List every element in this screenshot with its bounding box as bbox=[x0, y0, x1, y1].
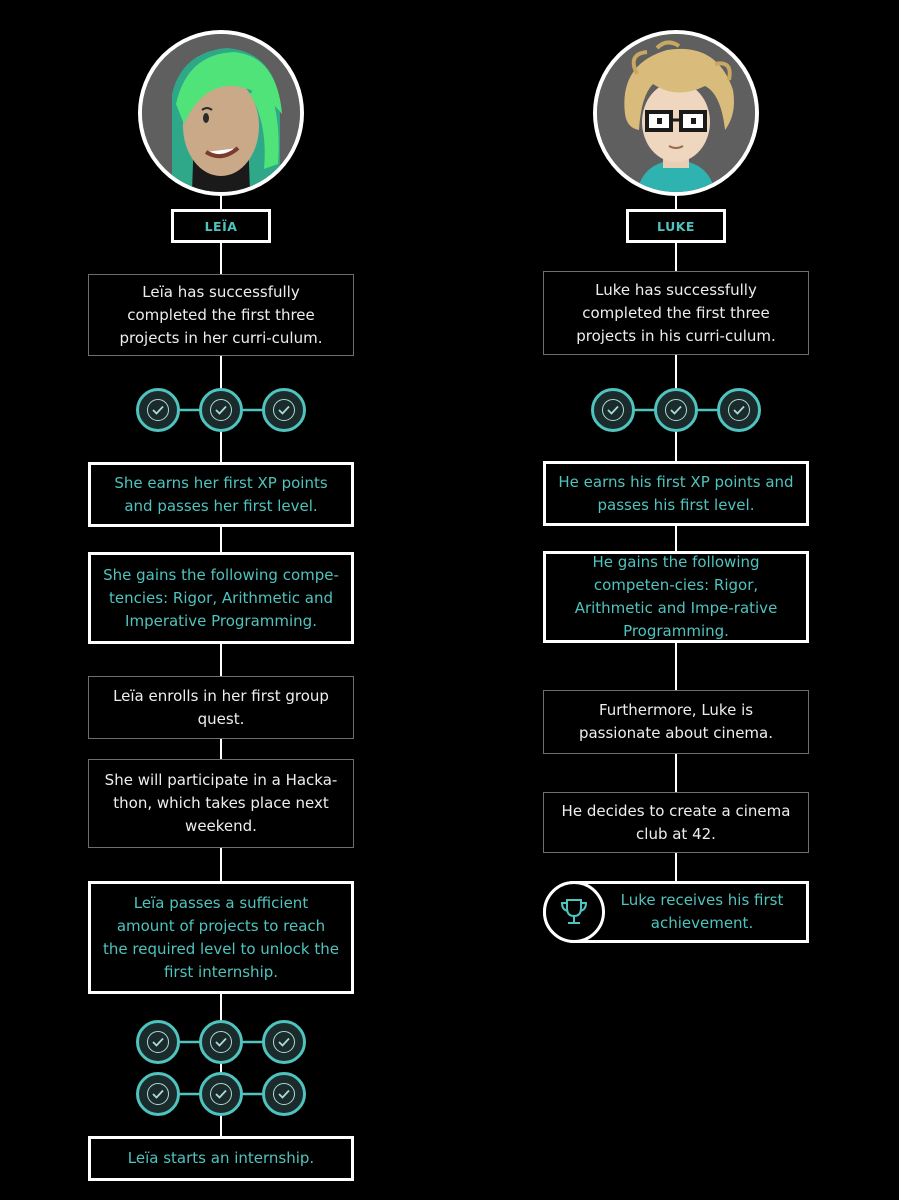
luke-step-5: He decides to create a cinema club at 42… bbox=[543, 792, 809, 853]
check-circle-icon bbox=[717, 388, 761, 432]
check-circle-icon bbox=[199, 1072, 243, 1116]
luke-step-6: Luke receives his first achievement. bbox=[620, 891, 784, 932]
luke-avatar bbox=[593, 30, 759, 196]
leia-column: Leïa has successfully completed the firs… bbox=[88, 0, 354, 1200]
luke-step-4: Furthermore, Luke is passionate about ci… bbox=[543, 690, 809, 754]
luke-step-3: He gains the following competen-cies: Ri… bbox=[543, 551, 809, 643]
trophy-icon bbox=[543, 881, 605, 943]
leia-step-2: She earns her first XP points and passes… bbox=[88, 462, 354, 527]
check-circle-icon bbox=[136, 1020, 180, 1064]
luke-name: LUKE bbox=[657, 218, 695, 234]
leia-avatar bbox=[138, 30, 304, 196]
check-circle-icon bbox=[262, 1072, 306, 1116]
check-circle-icon bbox=[591, 388, 635, 432]
leia-step-1: Leïa has successfully completed the firs… bbox=[88, 274, 354, 356]
check-circle-icon bbox=[262, 1020, 306, 1064]
luke-achievement: Luke receives his first achievement. bbox=[543, 881, 809, 943]
leia-name: LEÏA bbox=[204, 218, 238, 234]
check-circle-icon bbox=[262, 388, 306, 432]
leia-step-6: Leïa passes a sufficient amount of proje… bbox=[88, 881, 354, 994]
luke-step-2: He earns his first XP points and passes … bbox=[543, 461, 809, 526]
check-circle-icon bbox=[136, 388, 180, 432]
leia-step-3: She gains the following compe-tencies: R… bbox=[88, 552, 354, 644]
luke-step-1: Luke has successfully completed the firs… bbox=[543, 271, 809, 355]
luke-name-box: LUKE bbox=[626, 209, 726, 243]
leia-step-5: She will participate in a Hacka-thon, wh… bbox=[88, 759, 354, 848]
leia-step-4: Leïa enrolls in her first group quest. bbox=[88, 676, 354, 739]
check-circle-icon bbox=[654, 388, 698, 432]
leia-step-7: Leïa starts an internship. bbox=[88, 1136, 354, 1181]
check-circle-icon bbox=[199, 388, 243, 432]
luke-column: Luke has successfully completed the firs… bbox=[543, 0, 809, 1200]
check-circle-icon bbox=[136, 1072, 180, 1116]
check-circle-icon bbox=[199, 1020, 243, 1064]
leia-name-box: LEÏA bbox=[171, 209, 271, 243]
